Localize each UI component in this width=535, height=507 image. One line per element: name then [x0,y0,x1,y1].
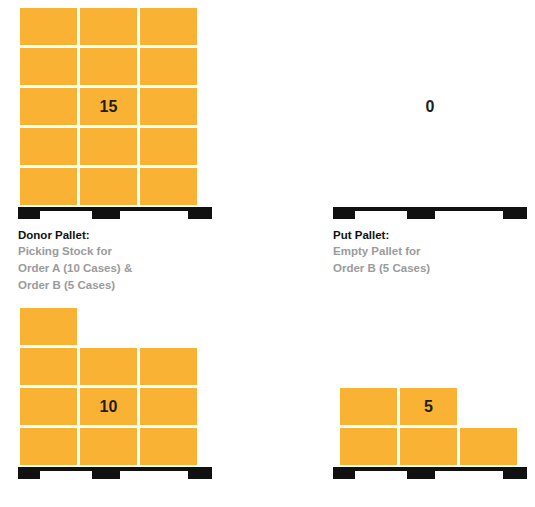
case [140,348,197,385]
donor-pallet-full [18,8,212,219]
case [140,128,197,165]
pallet-deck [333,207,527,211]
case-count: 0 [426,99,435,115]
case [460,428,517,465]
case [140,48,197,85]
pallet-block [333,471,355,479]
case [20,348,77,385]
pallet-block [92,211,120,219]
case [80,48,137,85]
case [80,128,137,165]
pallet-deck [18,467,212,471]
case [340,388,397,425]
case [140,88,197,125]
put-pallet-after [333,388,527,479]
donor-pallet-after [18,308,212,479]
case [140,428,197,465]
pallet-block [188,471,212,479]
case [20,388,77,425]
pallet-description: Empty Pallet for Order B (5 Cases) [333,243,451,277]
case [340,428,397,465]
case [140,168,197,205]
case [140,388,197,425]
case [140,8,197,45]
case-count: 10 [100,399,118,415]
case [80,388,137,425]
case-count: 15 [100,99,118,115]
pallet-block [407,471,435,479]
put-pallet-empty [333,207,527,219]
case [20,48,77,85]
pallet-deck [18,207,212,211]
pallet-block [503,471,527,479]
pallet-title: Put Pallet: [333,227,389,243]
case [20,308,77,345]
case [80,428,137,465]
case [20,8,77,45]
pallet-block [92,471,120,479]
case [400,388,457,425]
case [80,168,137,205]
pallet-block [407,211,435,219]
pallet-block [18,471,40,479]
case [400,428,457,465]
pallet-title: Donor Pallet: [18,227,90,243]
case [80,348,137,385]
pallet-block [503,211,527,219]
case [20,428,77,465]
pallet-block [333,211,355,219]
case [20,88,77,125]
pallet-deck [333,467,527,471]
pallet-block [188,211,212,219]
pallet-block [18,211,40,219]
case [80,8,137,45]
case-count: 5 [424,399,433,415]
case [20,128,77,165]
case [80,88,137,125]
pallet-description: Picking Stock for Order A (10 Cases) & O… [18,243,146,294]
case [20,168,77,205]
